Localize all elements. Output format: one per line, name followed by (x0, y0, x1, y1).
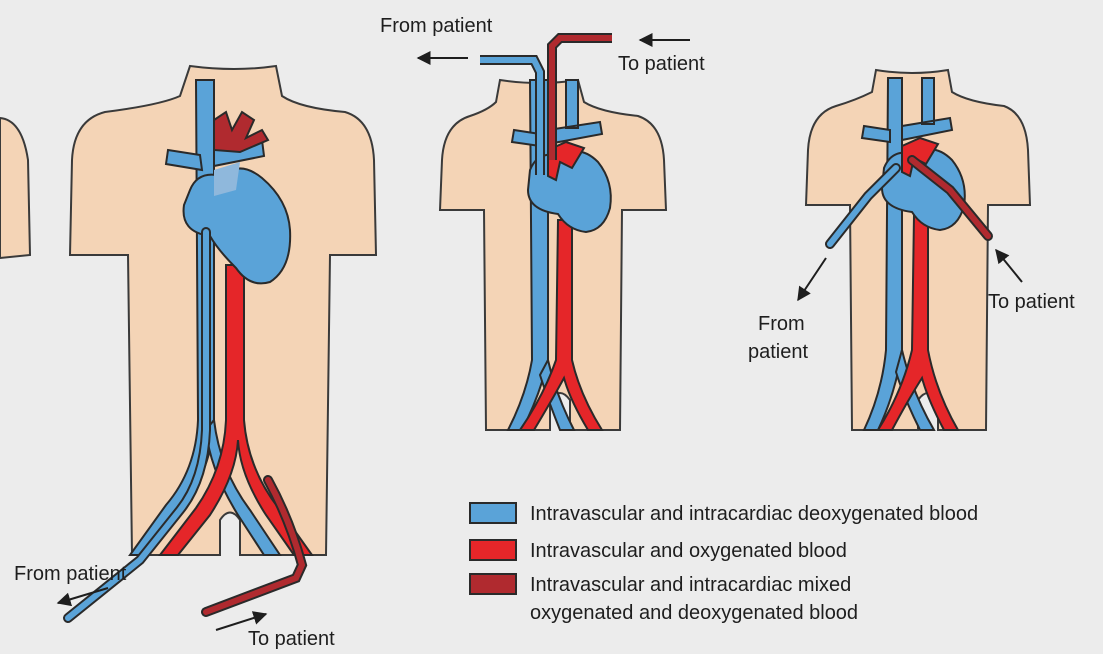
legend-label-3a: Intravascular and intracardiac mixed (530, 574, 851, 596)
legend: Intravascular and intracardiac deoxygena… (470, 503, 978, 624)
legend-label-1: Intravascular and intracardiac deoxygena… (530, 503, 978, 525)
figure-central: From patient To patient (380, 15, 705, 430)
jugular-to-arrow (996, 250, 1022, 282)
jugular-from-label-line1: From (758, 313, 805, 335)
legend-swatch-mixed (470, 574, 516, 594)
jugular-from-arrow (798, 258, 826, 300)
femoral-from-label: From patient (14, 563, 127, 585)
central-to-label: To patient (618, 53, 705, 75)
legend-label-3b: oxygenated and deoxygenated blood (530, 602, 858, 624)
jugular-to-label: To patient (988, 291, 1075, 313)
legend-swatch-deoxygenated (470, 503, 516, 523)
central-from-label: From patient (380, 15, 493, 37)
jugular-from-label-line2: patient (748, 341, 808, 363)
partial-body-left (0, 118, 30, 258)
legend-swatch-oxygenated (470, 540, 516, 560)
femoral-to-label: To patient (248, 628, 335, 650)
figure-jugular: From patient To patient (748, 70, 1075, 430)
legend-label-2: Intravascular and oxygenated blood (530, 540, 847, 562)
figure-femoral: From patient To patient (0, 66, 376, 650)
